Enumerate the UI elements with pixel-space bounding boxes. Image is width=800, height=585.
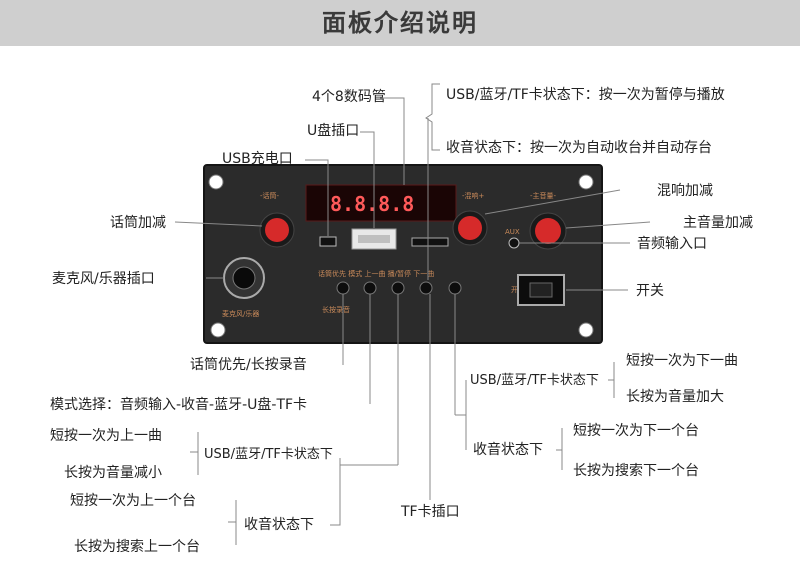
silk-master: -主音量- bbox=[530, 191, 557, 200]
prev-button bbox=[392, 282, 404, 294]
label-prev-usb-state: USB/蓝牙/TF卡状态下 bbox=[204, 446, 333, 464]
label-mic-jack: 麦克风/乐器插口 bbox=[52, 270, 155, 288]
label-next-radio-short: 短按一次为下一个台 bbox=[573, 422, 699, 440]
label-power: 开关 bbox=[636, 282, 664, 300]
label-prev-radio-short: 短按一次为上一个台 bbox=[70, 492, 196, 510]
usb-charge-port bbox=[320, 237, 336, 246]
silk-buttons: 话筒优先 模式 上一曲 播/暂停 下一曲 bbox=[318, 269, 434, 278]
label-mic-volume: 话筒加减 bbox=[110, 214, 166, 232]
silk-mic-jack: 麦克风/乐器 bbox=[222, 309, 259, 318]
silk-mic: -话筒- bbox=[260, 191, 280, 200]
label-next-short: 短按一次为下一曲 bbox=[626, 352, 738, 370]
label-master-volume: 主音量加减 bbox=[683, 214, 753, 232]
screw-hole-tr bbox=[579, 175, 593, 189]
mode-button bbox=[364, 282, 376, 294]
label-reverb: 混响加减 bbox=[657, 182, 713, 200]
tf-card-slot bbox=[412, 238, 448, 246]
label-tf-slot: TF卡插口 bbox=[401, 503, 460, 521]
label-prev-long: 长按为音量减小 bbox=[64, 464, 162, 482]
screw-hole-tl bbox=[209, 175, 223, 189]
label-prev-radio-long: 长按为搜索上一个台 bbox=[74, 538, 200, 556]
label-mic-priority: 话筒优先/长按录音 bbox=[190, 356, 307, 374]
label-usb-charge: USB充电口 bbox=[222, 150, 293, 168]
reverb-knob bbox=[453, 211, 487, 245]
label-u-disk: U盘插口 bbox=[307, 122, 359, 140]
label-next-radio-long: 长按为搜索下一个台 bbox=[573, 462, 699, 480]
silk-aux: AUX bbox=[505, 228, 520, 236]
label-prev-radio-state: 收音状态下 bbox=[244, 516, 314, 534]
label-play-radio-state: 收音状态下：按一次为自动收台并自动存台 bbox=[446, 139, 712, 157]
silk-on: 开 bbox=[511, 286, 518, 294]
silk-echo: -混响+ bbox=[462, 191, 485, 200]
label-aux-in: 音频输入口 bbox=[637, 235, 707, 253]
mic-priority-button bbox=[337, 282, 349, 294]
screw-hole-bl bbox=[211, 323, 225, 337]
label-next-usb-state: USB/蓝牙/TF卡状态下 bbox=[470, 372, 599, 390]
aux-jack bbox=[509, 238, 519, 248]
master-volume-knob bbox=[530, 213, 566, 249]
label-display: 4个8数码管 bbox=[312, 88, 386, 106]
led-display-digits: 8.8.8.8 bbox=[330, 192, 414, 216]
mic-volume-knob bbox=[260, 213, 294, 247]
label-next-long: 长按为音量加大 bbox=[626, 388, 724, 406]
label-next-radio-state: 收音状态下 bbox=[473, 441, 543, 459]
next-button bbox=[449, 282, 461, 294]
label-play-usb-state: USB/蓝牙/TF卡状态下：按一次为暂停与播放 bbox=[446, 86, 725, 104]
label-mode-select: 模式选择：音频输入-收音-蓝牙-U盘-TF卡 bbox=[50, 396, 307, 414]
mic-instrument-jack bbox=[224, 258, 264, 298]
screw-hole-br bbox=[579, 323, 593, 337]
play-pause-button bbox=[420, 282, 432, 294]
silk-buttons-2: 长按录音 bbox=[322, 305, 350, 314]
label-prev-short: 短按一次为上一曲 bbox=[50, 427, 162, 445]
